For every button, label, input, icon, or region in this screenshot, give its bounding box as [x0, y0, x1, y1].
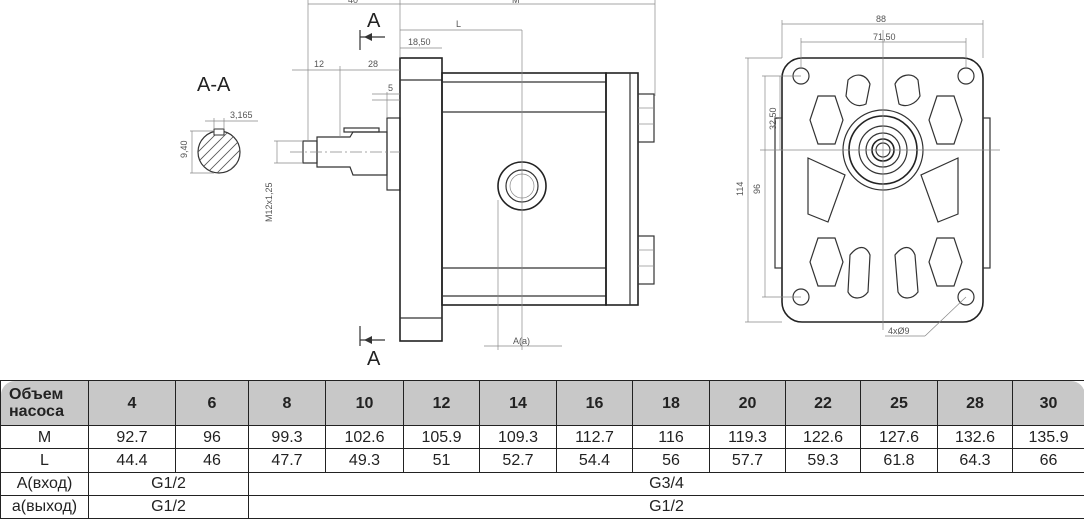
section-title: A-A	[197, 74, 231, 96]
dim-96: 96	[752, 184, 762, 194]
cut-label-bottom: A	[367, 348, 381, 370]
table-cell: 61.8	[860, 448, 938, 473]
table-cell: 47.7	[248, 448, 326, 473]
table-row-L: L 44.4 46 47.7 49.3 51 52.7 54.4 56 57.7…	[0, 448, 1084, 473]
table-cell: 49.3	[325, 448, 404, 473]
size-header: 22	[785, 380, 861, 426]
table-cell: 51	[403, 448, 480, 473]
table-cell: 52.7	[479, 448, 557, 473]
table-cell: G3/4	[248, 471, 1084, 496]
table-cell: 122.6	[785, 424, 861, 450]
dim-port: A(a)	[513, 336, 530, 346]
dim-18-50: 18,50	[408, 37, 431, 47]
dim-9-40: 9,40	[179, 140, 189, 158]
table-row-M: M 92.7 96 99.3 102.6 105.9 109.3 112.7 1…	[0, 424, 1084, 450]
dim-M: M	[512, 0, 520, 5]
dim-thread: M12x1,25	[264, 182, 274, 222]
size-header: 12	[403, 380, 480, 426]
shaft-section	[190, 118, 258, 174]
header-label: Объем насоса	[0, 380, 89, 426]
pump-front-view	[760, 30, 1000, 330]
table-row-inlet: A(вход) G1/2 G3/4	[0, 471, 1084, 496]
dim-12: 12	[314, 59, 324, 69]
table-cell: G1/2	[88, 494, 249, 520]
row-label: a(выход)	[0, 494, 89, 520]
table-header-row: Объем насоса 4 6 8 10 12 14 16 18 20 22 …	[0, 380, 1084, 426]
table-cell: 56	[632, 448, 710, 473]
table-cell: 119.3	[709, 424, 786, 450]
table-cell: 127.6	[860, 424, 938, 450]
size-header: 25	[860, 380, 938, 426]
table-cell: 102.6	[325, 424, 404, 450]
table-cell: 105.9	[403, 424, 480, 450]
size-header: 14	[479, 380, 557, 426]
dim-40: 40	[348, 0, 358, 5]
dim-5: 5	[388, 83, 393, 93]
table-cell: G1/2	[88, 471, 249, 496]
size-header: 30	[1012, 380, 1084, 426]
table-cell: 109.3	[479, 424, 557, 450]
dim-holes: 4xØ9	[888, 326, 910, 336]
row-label: A(вход)	[0, 471, 89, 496]
table-cell: 44.4	[88, 448, 176, 473]
pump-side-view	[290, 30, 655, 350]
dim-3-165: 3,165	[230, 110, 253, 120]
technical-drawing: A-A 3,165 9,40	[179, 0, 1000, 370]
table-cell: 66	[1012, 448, 1084, 473]
size-header: 10	[325, 380, 404, 426]
table-cell: 59.3	[785, 448, 861, 473]
table-cell: 132.6	[937, 424, 1013, 450]
size-header: 8	[248, 380, 326, 426]
table-cell: 57.7	[709, 448, 786, 473]
table-row-outlet: a(выход) G1/2 G1/2	[0, 494, 1084, 520]
row-label: M	[0, 424, 89, 450]
size-header: 4	[88, 380, 176, 426]
table-cell: 135.9	[1012, 424, 1084, 450]
size-header: 6	[175, 380, 249, 426]
table-cell: G1/2	[248, 494, 1084, 520]
spec-table: Объем насоса 4 6 8 10 12 14 16 18 20 22 …	[0, 380, 1084, 520]
dim-L: L	[456, 19, 461, 29]
table-cell: 99.3	[248, 424, 326, 450]
dim-114: 114	[735, 182, 745, 196]
cut-label-top: A	[367, 10, 381, 32]
table-cell: 112.7	[556, 424, 633, 450]
size-header: 20	[709, 380, 786, 426]
table-cell: 46	[175, 448, 249, 473]
size-header: 16	[556, 380, 633, 426]
dim-71-50: 71,50	[873, 32, 896, 42]
dim-28: 28	[368, 59, 378, 69]
dim-32-50: 32,50	[768, 107, 778, 130]
size-header: 18	[632, 380, 710, 426]
row-label: L	[0, 448, 89, 473]
table-cell: 92.7	[88, 424, 176, 450]
table-cell: 64.3	[937, 448, 1013, 473]
table-cell: 116	[632, 424, 710, 450]
dim-88: 88	[876, 14, 886, 24]
table-cell: 96	[175, 424, 249, 450]
table-cell: 54.4	[556, 448, 633, 473]
size-header: 28	[937, 380, 1013, 426]
